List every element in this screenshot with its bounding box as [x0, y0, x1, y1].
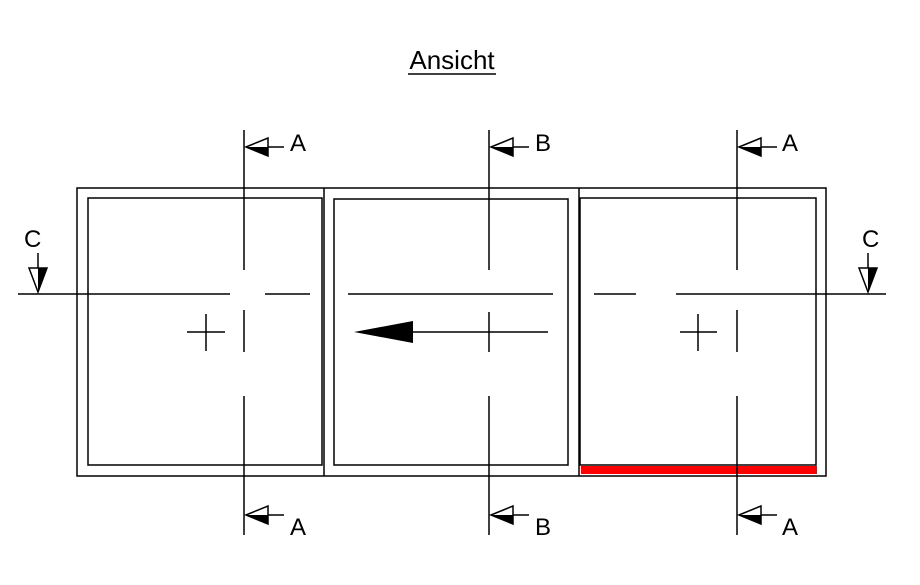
section-label-a-right-top: A	[782, 130, 798, 157]
section-label-c-right: C	[862, 226, 879, 253]
section-label-a-left-bottom: A	[290, 514, 306, 541]
panel-left-frame	[87, 197, 323, 466]
sliding-direction-arrow-icon	[354, 321, 548, 343]
section-marker-b-bottom	[489, 504, 529, 526]
section-label-a-left-top: A	[290, 130, 306, 157]
outer-frame	[76, 187, 827, 477]
highlight-sill	[581, 466, 817, 474]
section-label-a-right-bottom: A	[782, 514, 798, 541]
center-mark-left	[187, 314, 225, 351]
section-label-c-left: C	[24, 226, 41, 253]
section-marker-a-right-bottom	[737, 504, 777, 526]
section-label-b-top: B	[535, 130, 551, 157]
center-mark-right	[680, 314, 717, 351]
section-marker-c-left	[27, 253, 49, 295]
section-marker-a-right-top	[737, 136, 777, 158]
panel-middle-frame	[333, 198, 569, 466]
drawing-title: Ansicht	[409, 45, 495, 75]
section-marker-a-left-top	[244, 136, 284, 158]
section-marker-a-left-bottom	[244, 504, 284, 526]
section-marker-b-top	[489, 136, 529, 158]
section-label-b-bottom: B	[535, 514, 551, 541]
section-marker-c-right	[857, 253, 879, 295]
panel-right-frame	[579, 197, 817, 466]
